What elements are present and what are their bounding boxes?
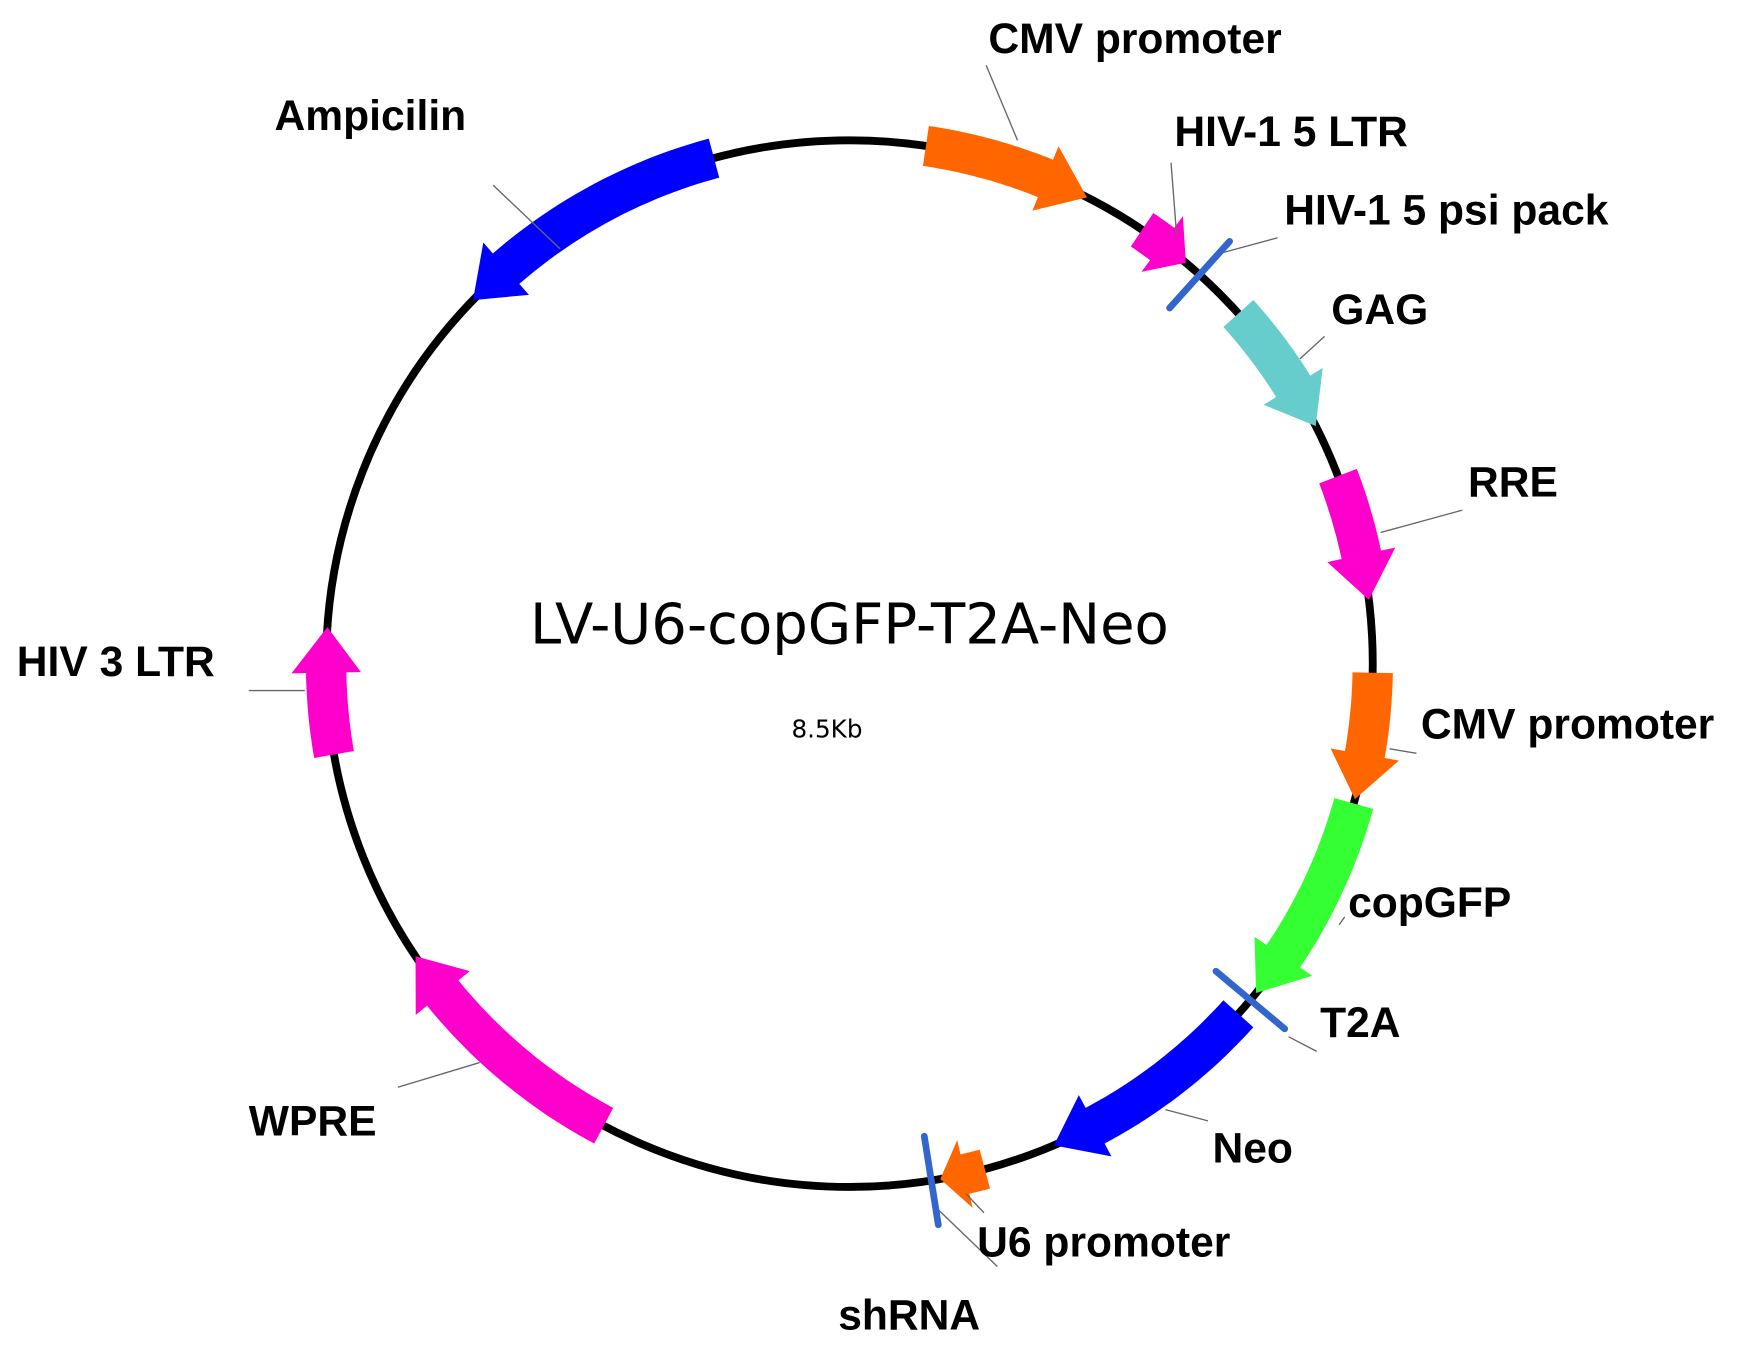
neo-arrow	[1053, 1000, 1254, 1157]
label-u6-promoter: U6 promoter	[977, 1218, 1230, 1266]
label-cmv-promoter-2: CMV promoter	[1421, 701, 1714, 749]
cmv-promoter-2-arrow	[1330, 672, 1399, 800]
label-wpre: WPRE	[249, 1097, 377, 1145]
hiv1-5-psi-pack-marker	[1166, 238, 1233, 312]
hiv1-5-ltr-arrow	[1130, 213, 1186, 272]
shrna-marker	[920, 1132, 942, 1229]
leader-line-hiv1-5-psi-pack	[1223, 237, 1278, 254]
cmv-promoter-1-arrow	[922, 125, 1087, 211]
plasmid-size: 8.5Kb	[792, 715, 863, 744]
leader-line-gag	[1299, 335, 1326, 360]
u6-promoter-arrow	[940, 1140, 991, 1208]
leader-line-ampicilin	[492, 184, 561, 250]
gag-arrow	[1223, 299, 1323, 427]
t2a-marker	[1212, 967, 1289, 1033]
leader-line-cmv-promoter-2	[1389, 748, 1417, 754]
leader-line-wpre	[397, 1061, 480, 1088]
rre-arrow	[1319, 468, 1396, 600]
ampicilin-arrow	[473, 138, 720, 301]
label-copgfp: copGFP	[1348, 879, 1511, 927]
leader-line-t2a	[1288, 1036, 1318, 1052]
label-neo: Neo	[1213, 1124, 1293, 1172]
leader-lines	[248, 64, 1463, 1268]
plasmid-name: LV-U6-copGFP-T2A-Neo	[530, 592, 1169, 657]
label-shrna: shRNA	[838, 1291, 980, 1339]
leader-line-neo	[1165, 1108, 1209, 1122]
copgfp-arrow	[1254, 798, 1374, 993]
leader-line-copgfp	[1338, 916, 1346, 926]
label-hiv1-5-ltr: HIV-1 5 LTR	[1174, 108, 1407, 156]
leader-line-hiv1-5-ltr	[1170, 162, 1178, 236]
label-rre: RRE	[1468, 459, 1558, 507]
hiv-3-ltr-arrow	[291, 627, 361, 758]
label-cmv-promoter-1: CMV promoter	[988, 15, 1281, 63]
leader-line-rre	[1380, 509, 1463, 534]
label-gag: GAG	[1331, 286, 1428, 334]
label-hiv-3-ltr: HIV 3 LTR	[17, 638, 215, 686]
label-ampicilin: Ampicilin	[275, 92, 467, 140]
wpre-arrow	[415, 956, 614, 1144]
leader-line-u6-promoter	[965, 1193, 985, 1214]
label-t2a: T2A	[1320, 999, 1400, 1047]
feature-layer	[291, 125, 1399, 1229]
leader-line-cmv-promoter-1	[985, 64, 1019, 141]
label-hiv1-5-psi-pack: HIV-1 5 psi pack	[1284, 186, 1609, 234]
leader-line-shrna	[938, 1210, 998, 1268]
